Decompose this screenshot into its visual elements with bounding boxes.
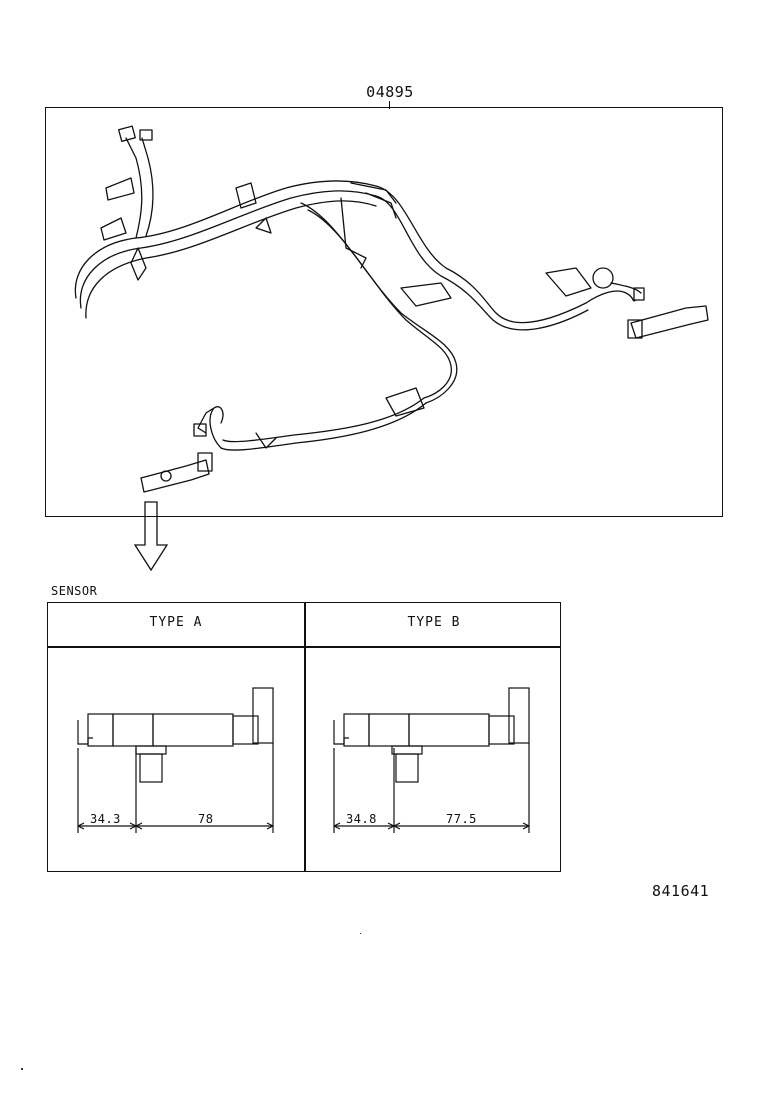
type-b-sensor-icon [333,687,530,833]
reference-number: 841641 [652,882,710,900]
type-b-sensor-drawing: 34.8 77.5 [306,648,562,870]
scan-dot [21,1068,23,1070]
type-b-left-dimension: 34.8 [346,812,377,826]
part-number: 04895 [366,83,414,101]
type-b-right-dimension: 77.5 [446,812,477,826]
section-label: SENSOR [51,584,98,598]
column-divider [304,603,306,871]
type-a-header: TYPE A [149,615,203,630]
part-number-leader-line [389,101,390,109]
scan-dot [360,933,361,934]
harness-drawing [74,125,709,493]
harness-diagram-frame [45,107,723,517]
down-arrow-icon [133,501,169,572]
sensor-type-table: TYPE A TYPE B 34.3 78 [47,602,561,872]
type-a-sensor-drawing: 34.3 78 [48,648,304,870]
type-b-header: TYPE B [407,615,461,630]
type-a-right-dimension: 78 [198,812,214,826]
header-divider [48,646,560,648]
type-a-sensor-icon [77,687,274,833]
type-a-left-dimension: 34.3 [90,812,121,826]
